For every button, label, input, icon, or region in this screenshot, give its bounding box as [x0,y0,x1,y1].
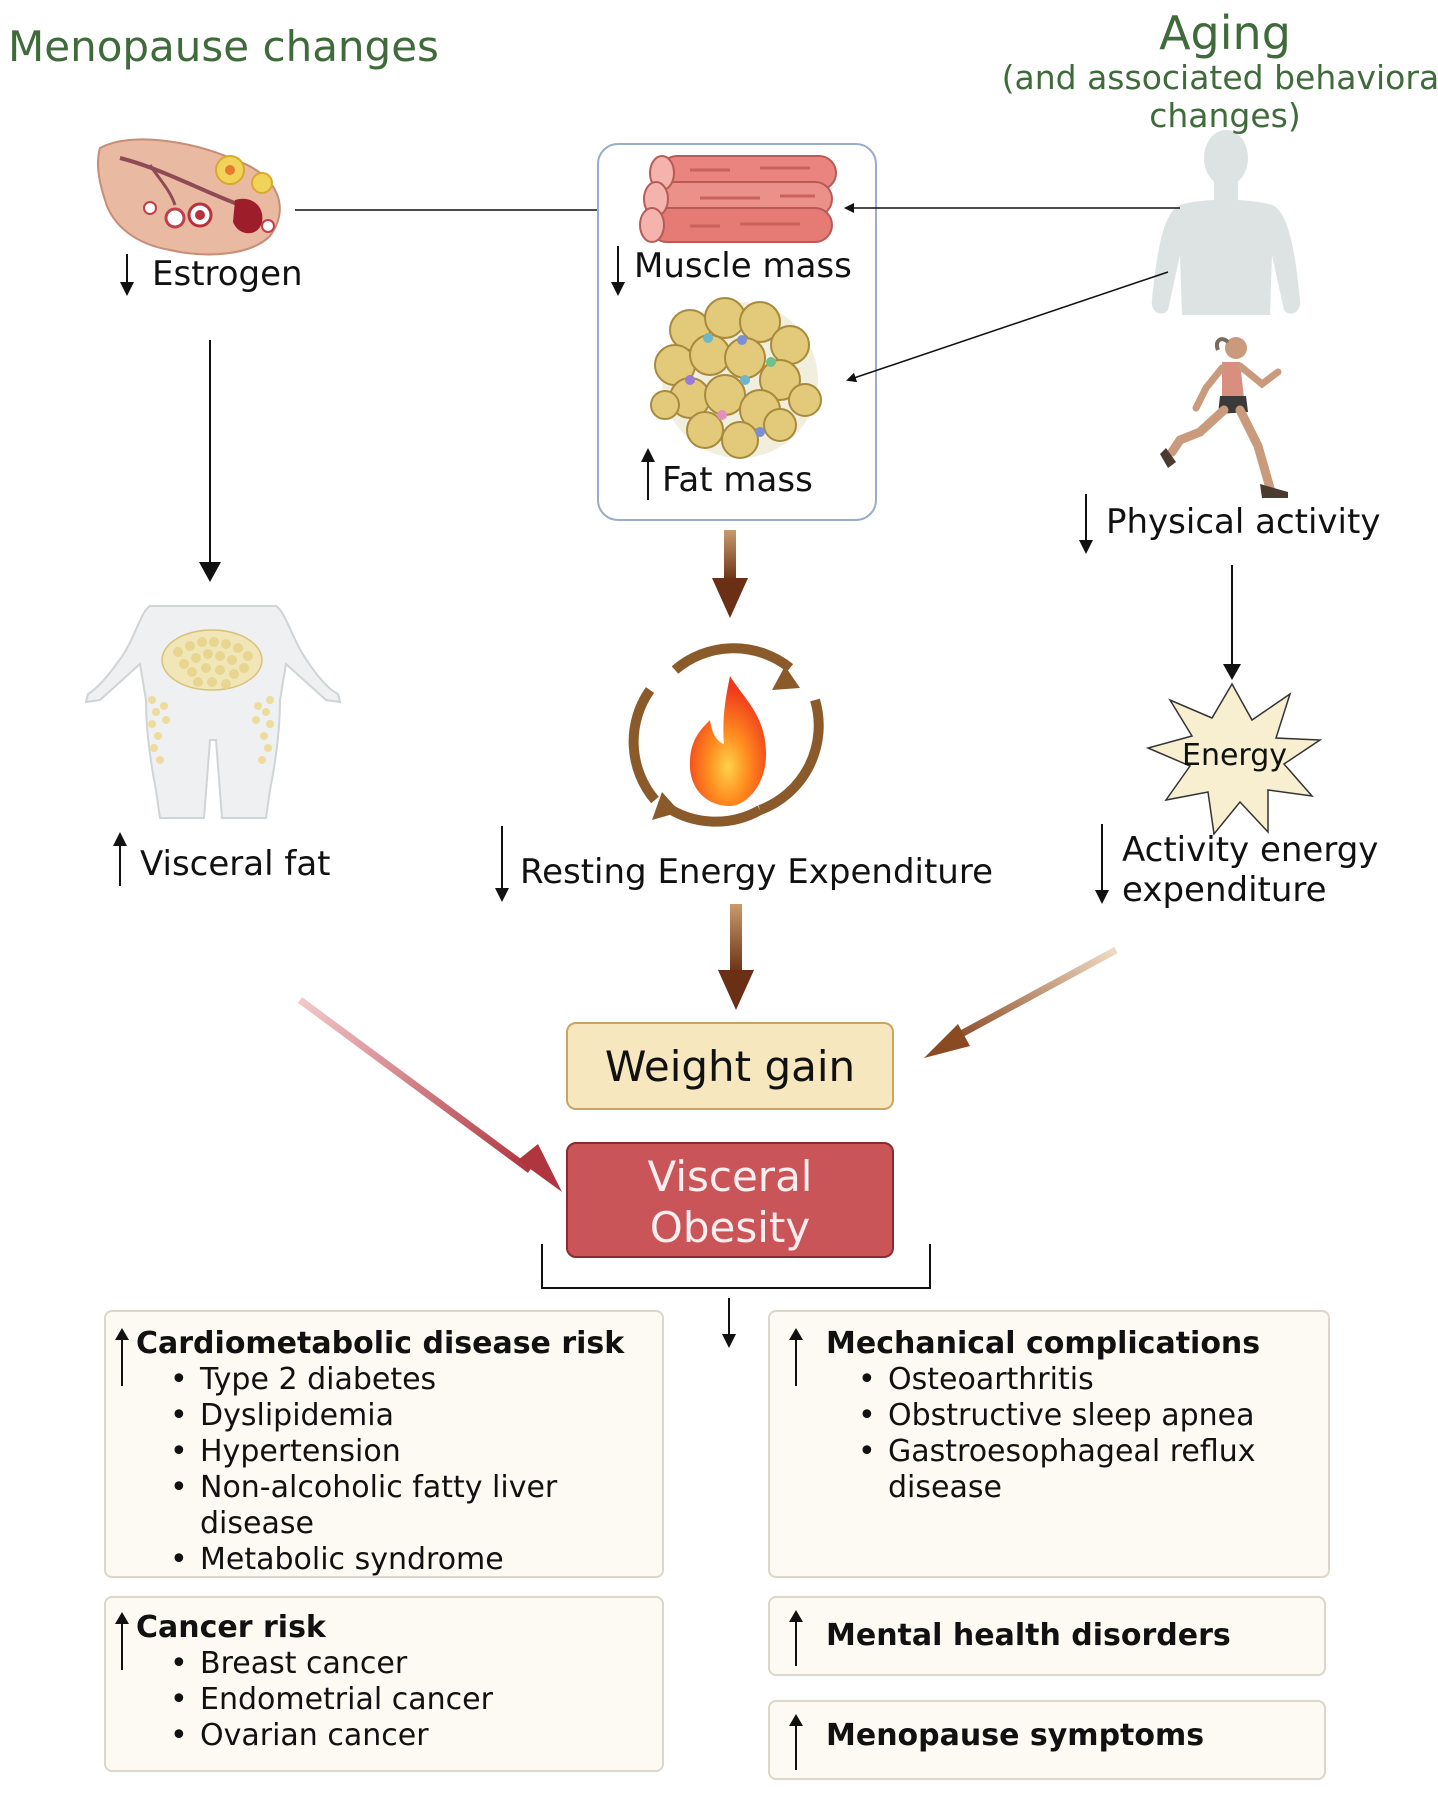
list-item-text: Gastroesophageal reflux [888,1434,1256,1469]
aging-header: Aging [1159,6,1291,60]
physical-activity-down-arrow [1079,494,1093,554]
aee-down-arrow [1095,824,1109,904]
mental-health-title: Mental health disorders [826,1618,1231,1653]
list-item-text: Non-alcoholic fatty liver [200,1470,558,1505]
aee-label-line2: expenditure [1122,870,1327,910]
weight-gain-label: Weight gain [604,1041,856,1091]
list-item: Metabolic syndrome [166,1542,557,1578]
aging-subtitle-line2: changes) [1149,96,1301,135]
aging-to-fat-arrow [846,271,1169,383]
visceral-fat-to-obesity-arrow [297,997,562,1192]
energy-label: Energy [1182,738,1288,773]
aee-to-weight-gain-arrow [924,946,1118,1058]
estrogen-to-visceral-fat-arrow [199,340,221,582]
visceral-obesity-box: Visceral Obesity [566,1142,894,1258]
energy-starburst-icon [1145,682,1323,836]
list-item-continuation: disease [200,1506,314,1541]
list-item: Type 2 diabetes [166,1362,557,1398]
muscle-down-arrow [611,246,625,296]
estrogen-down-arrow [120,254,134,296]
outcomes-down-arrow [722,1298,736,1348]
composition-to-ree-arrow [712,530,748,618]
body-visceral-fat-icon [84,605,342,819]
visceral-obesity-line1: Visceral [647,1152,813,1201]
visceral-obesity-line2: Obesity [649,1203,811,1252]
estrogen-label: Estrogen [152,254,303,294]
menopause-symptoms-title: Menopause symptoms [826,1718,1205,1753]
runner-icon [1160,337,1288,498]
visceral-fat-label: Visceral fat [140,844,331,884]
muscle-icon [639,155,837,243]
ree-to-weight-gain-arrow [718,904,754,1010]
list-item: Endometrial cancer [166,1682,493,1718]
mechanical-complications-title: Mechanical complications [826,1326,1261,1361]
list-item: Hypertension [166,1434,557,1470]
fat-up-arrow [641,448,655,500]
list-item: Breast cancer [166,1646,493,1682]
list-item: Obstructive sleep apnea [854,1398,1256,1434]
list-item-continuation: disease [888,1470,1002,1505]
fat-tissue-icon [650,297,822,459]
cancer-risk-list: Breast cancer Endometrial cancer Ovarian… [166,1646,493,1754]
activity-to-energy-arrow [1223,565,1241,680]
list-item: Osteoarthritis [854,1362,1256,1398]
menopause-header: Menopause changes [8,22,439,71]
ree-down-arrow [495,826,509,902]
mechanical-complications-panel: Mechanical complications Osteoarthritis … [768,1310,1330,1578]
ovary-icon [96,138,281,256]
ree-label: Resting Energy Expenditure [520,852,993,892]
cancer-up-arrow [115,1612,129,1670]
aging-subtitle-line1: (and associated behavioral [1001,58,1438,97]
cardiometabolic-title: Cardiometabolic disease risk [136,1326,625,1361]
mental-health-panel: Mental health disorders [768,1596,1326,1676]
list-item: Ovarian cancer [166,1718,493,1754]
cancer-risk-panel: Cancer risk Breast cancer Endometrial ca… [104,1596,664,1772]
physical-activity-label: Physical activity [1106,502,1381,542]
list-item: Dyslipidemia [166,1398,557,1434]
menopause-symptoms-up-arrow [789,1714,803,1770]
mechanical-up-arrow [789,1328,803,1386]
cardiometabolic-list: Type 2 diabetes Dyslipidemia Hypertensio… [166,1362,557,1578]
fat-mass-label: Fat mass [662,460,813,500]
weight-gain-box: Weight gain [566,1022,894,1110]
mechanical-complications-list: Osteoarthritis Obstructive sleep apnea G… [854,1362,1256,1506]
outcomes-bracket [541,1244,931,1289]
muscle-mass-label: Muscle mass [634,246,852,286]
mental-health-up-arrow [789,1610,803,1666]
cardiometabolic-panel: Cardiometabolic disease risk Type 2 diab… [104,1310,664,1578]
visceral-fat-up-arrow [113,832,127,886]
menopause-symptoms-panel: Menopause symptoms [768,1700,1326,1780]
cancer-risk-title: Cancer risk [136,1610,326,1645]
cardiometabolic-up-arrow [115,1328,129,1386]
aee-label-line1: Activity energy [1122,830,1379,870]
aging-person-icon [1151,130,1301,315]
metabolism-fire-icon [628,643,824,827]
